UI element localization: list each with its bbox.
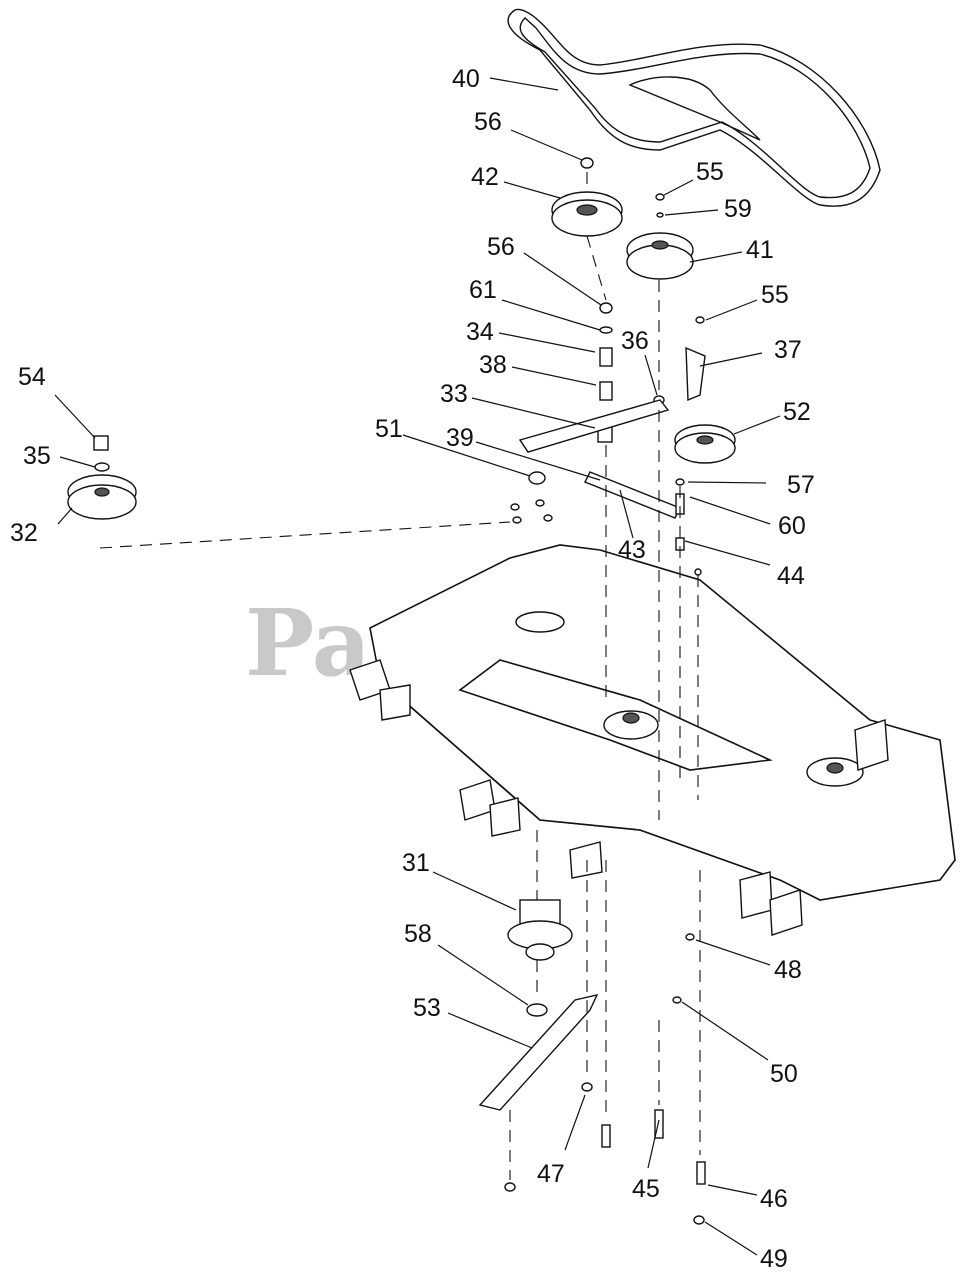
callout-35: 35	[23, 442, 51, 470]
mower-deck	[349, 544, 956, 936]
callout-53: 53	[413, 994, 441, 1022]
spindle-part-31	[507, 899, 573, 961]
callout-60: 60	[778, 512, 806, 540]
callout-55: 55	[696, 158, 724, 186]
blade-part-53	[478, 994, 599, 1111]
callout-36: 36	[621, 327, 649, 355]
callout-45: 45	[632, 1175, 660, 1203]
belt-part-40	[507, 8, 881, 207]
nut-part-54	[93, 435, 109, 451]
spacer-part-58	[526, 1003, 548, 1017]
callout-34: 34	[466, 318, 494, 346]
callout-44: 44	[777, 562, 805, 590]
callout-33: 33	[440, 380, 468, 408]
callout-61: 61	[469, 276, 497, 304]
callout-59: 59	[724, 195, 752, 223]
washer-part-35	[94, 462, 110, 472]
callout-56: 56	[474, 108, 502, 136]
alignment-lines	[99, 172, 701, 1180]
pulley-part-32	[67, 474, 137, 520]
callout-42: 42	[471, 163, 499, 191]
callout-37: 37	[774, 336, 802, 364]
callout-56: 56	[487, 233, 515, 261]
callout-57: 57	[787, 471, 815, 499]
callout-50: 50	[770, 1060, 798, 1088]
callout-55: 55	[761, 281, 789, 309]
callout-51: 51	[375, 415, 403, 443]
leader-lines	[54, 77, 781, 1256]
callout-41: 41	[746, 236, 774, 264]
callout-39: 39	[446, 424, 474, 452]
callout-58: 58	[404, 920, 432, 948]
idler-pulley-part-41	[626, 232, 694, 280]
bolt-parts	[504, 933, 706, 1225]
callout-54: 54	[18, 363, 46, 391]
callout-38: 38	[479, 351, 507, 379]
callout-43: 43	[618, 536, 646, 564]
pulley-part-52	[674, 424, 736, 464]
pulley-part-42	[551, 191, 623, 237]
callout-labels: 40 56 42 55 59 56 41 61 55 34 36 37 38 5…	[10, 65, 815, 1273]
callout-32: 32	[10, 519, 38, 547]
callout-46: 46	[760, 1185, 788, 1213]
callout-31: 31	[402, 849, 430, 877]
callout-52: 52	[783, 398, 811, 426]
callout-48: 48	[774, 956, 802, 984]
callout-49: 49	[760, 1245, 788, 1273]
callout-40: 40	[452, 65, 480, 93]
callout-47: 47	[537, 1160, 565, 1188]
hardware-parts	[510, 157, 706, 576]
